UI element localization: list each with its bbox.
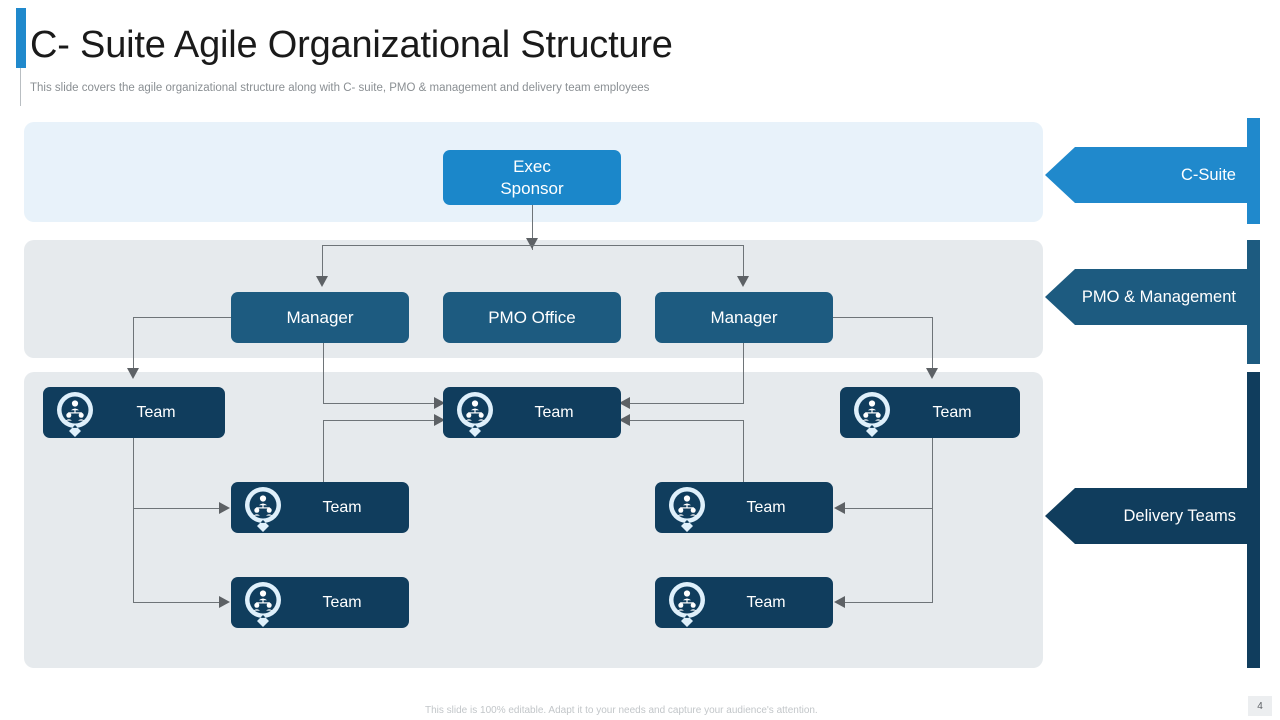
connector-teamright-to-mid: [845, 508, 933, 509]
manager-right-label: Manager: [710, 307, 778, 327]
node-manager-left[interactable]: Manager: [231, 292, 409, 343]
connector-mgrright-center-left: [630, 403, 744, 404]
footer-note: This slide is 100% editable. Adapt it to…: [425, 705, 818, 716]
team-org-pin-icon: [49, 387, 101, 439]
connector-teamleft-to-mid: [133, 508, 222, 509]
connector-teamright-to-bottom: [845, 602, 933, 603]
tag-c-suite[interactable]: C-Suite: [1045, 147, 1250, 203]
tag-delivery-teams[interactable]: Delivery Teams: [1045, 488, 1250, 544]
connector-exec-to-manager-left: [322, 245, 323, 280]
connector-mgrleft-center-down: [323, 343, 324, 403]
connector-midright-to-center: [630, 420, 744, 421]
team-center-label: Team: [534, 403, 574, 421]
node-team-left[interactable]: Team: [43, 387, 225, 438]
team-left-label: Team: [136, 403, 176, 421]
team-right-label: Team: [932, 403, 972, 421]
node-team-right[interactable]: Team: [840, 387, 1020, 438]
exec-sponsor-line-1: Exec: [513, 156, 551, 176]
team-org-pin-icon: [237, 482, 289, 534]
node-exec-sponsor[interactable]: Exec Sponsor: [443, 150, 621, 205]
node-team-bottom-right[interactable]: Team: [655, 577, 833, 628]
connector-teamleft-to-bottom: [133, 602, 222, 603]
team-bottom-left-label: Team: [322, 593, 362, 611]
node-team-bottom-left[interactable]: Team: [231, 577, 409, 628]
tag-c-suite-label: C-Suite: [1180, 165, 1236, 184]
page-title: C- Suite Agile Organizational Structure: [30, 24, 673, 66]
connector-mgrleft-down: [133, 317, 134, 369]
node-team-center[interactable]: Team: [443, 387, 621, 438]
node-pmo-office[interactable]: PMO Office: [443, 292, 621, 343]
arrow-team-center-in-left-2: [434, 414, 445, 426]
rail-pmo-management: [1247, 240, 1260, 364]
connector-exec-bus: [322, 245, 743, 246]
connector-mgrleft-center-right: [323, 403, 437, 404]
arrow-manager-left-in: [316, 276, 328, 287]
connector-exec-to-manager-right: [743, 245, 744, 280]
tag-delivery-teams-label: Delivery Teams: [1123, 506, 1236, 525]
node-team-mid-right[interactable]: Team: [655, 482, 833, 533]
rail-c-suite: [1247, 118, 1260, 224]
node-team-mid-left[interactable]: Team: [231, 482, 409, 533]
arrow-exec-down: [526, 238, 538, 249]
manager-left-label: Manager: [286, 307, 354, 327]
arrow-team-left-in: [127, 368, 139, 379]
arrow-team-bottom-right-in: [834, 596, 845, 608]
connector-mgrright-out: [833, 317, 932, 318]
team-mid-right-label: Team: [746, 498, 786, 516]
connector-mgrright-center-down: [743, 343, 744, 403]
arrow-team-center-in-left-1: [434, 397, 445, 409]
team-org-pin-icon: [661, 482, 713, 534]
page-subtitle: This slide covers the agile organization…: [30, 82, 650, 94]
arrow-manager-right-in: [737, 276, 749, 287]
arrow-team-mid-right-in: [834, 502, 845, 514]
tag-pmo-management-label: PMO & Management: [1081, 287, 1236, 306]
team-org-pin-icon: [661, 577, 713, 629]
arrow-team-mid-left-in: [219, 502, 230, 514]
node-manager-right[interactable]: Manager: [655, 292, 833, 343]
tag-pmo-management[interactable]: PMO & Management: [1045, 269, 1250, 325]
connector-exec-down: [532, 205, 533, 250]
connector-teamleft-spine: [133, 438, 134, 603]
arrow-team-right-in: [926, 368, 938, 379]
team-org-pin-icon: [237, 577, 289, 629]
team-bottom-right-label: Team: [746, 593, 786, 611]
pmo-office-label: PMO Office: [488, 307, 576, 327]
title-accent-line: [20, 68, 21, 106]
exec-sponsor-line-2: Sponsor: [500, 178, 564, 198]
team-mid-left-label: Team: [322, 498, 362, 516]
page-number-badge: 4: [1248, 696, 1272, 716]
connector-midleft-to-center: [323, 420, 437, 421]
team-org-pin-icon: [449, 387, 501, 439]
title-accent-bar: [16, 8, 26, 68]
team-org-pin-icon: [846, 387, 898, 439]
rail-delivery-teams: [1247, 372, 1260, 668]
arrow-team-center-in-right-1: [619, 397, 630, 409]
connector-mgrleft-out: [133, 317, 232, 318]
connector-teamright-spine: [932, 438, 933, 603]
arrow-team-bottom-left-in: [219, 596, 230, 608]
connector-midright-up: [743, 420, 744, 482]
connector-midleft-up: [323, 420, 324, 482]
arrow-team-center-in-right-2: [619, 414, 630, 426]
connector-mgrright-down: [932, 317, 933, 369]
